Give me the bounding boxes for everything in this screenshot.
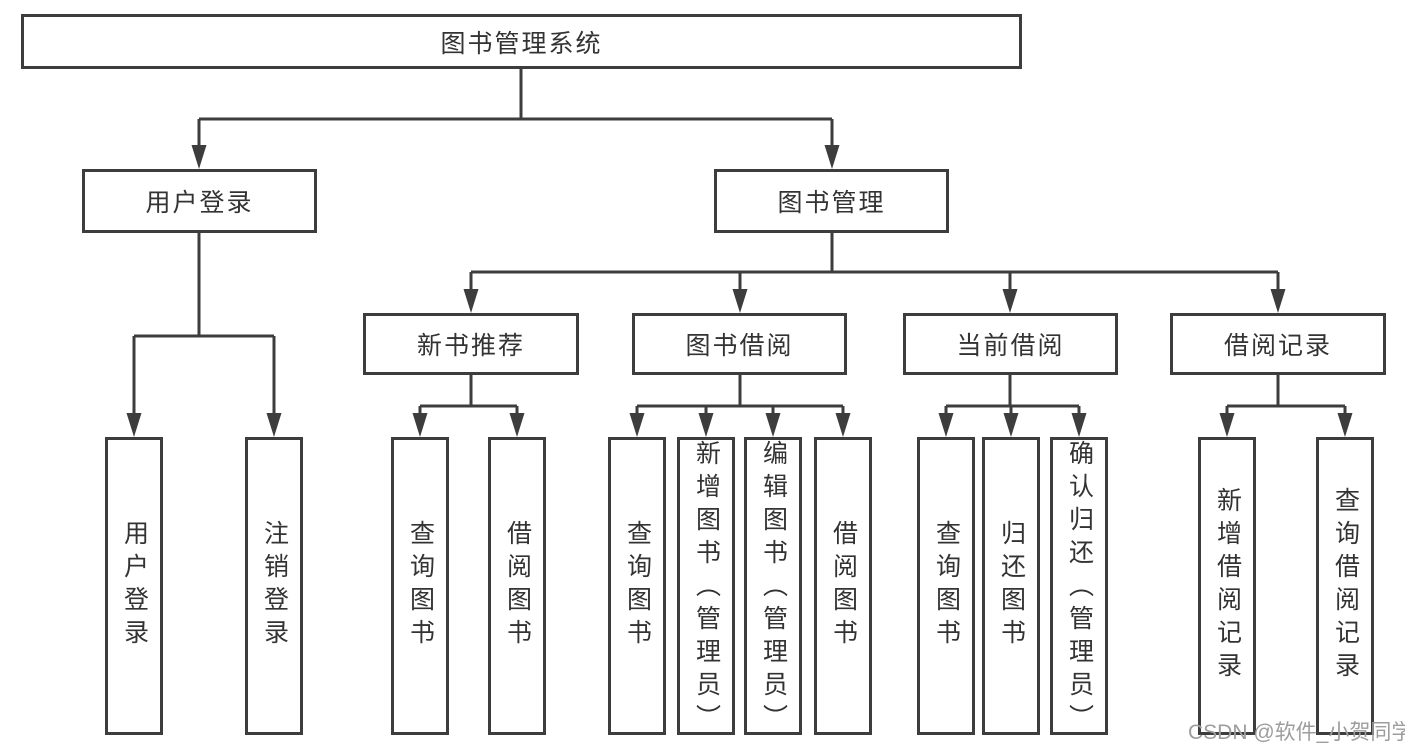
leaf-label: 查询图书 [932,520,961,652]
watermark: CSDN @软件_小贺同学 [1188,721,1405,744]
leaf-borrow-books-borrowing: 借阅图书 [814,437,872,735]
arrowhead [412,413,428,437]
arrowhead [1003,413,1019,437]
arrowhead [835,413,851,437]
leaf-label: 查询图书 [623,520,652,652]
leaf-label: 归还图书 [997,520,1026,652]
node-book-management: 图书管理 [714,169,949,233]
arrowhead [1337,413,1353,437]
leaf-label: 用户登录 [120,520,149,652]
leaf-label: 借阅图书 [503,520,532,652]
arrowhead [938,413,954,437]
arrowhead [765,413,781,437]
leaf-query-books-borrowing: 查询图书 [608,437,666,735]
leaf-logout: 注销登录 [245,437,303,735]
arrowhead [1270,289,1286,313]
arrowhead [509,413,525,437]
leaf-return-books: 归还图书 [982,437,1040,735]
leaf-borrow-books-recommend: 借阅图书 [488,437,546,735]
node-label: 借阅记录 [1223,332,1332,360]
node-user-login: 用户登录 [82,169,317,233]
node-book-borrowing: 图书借阅 [632,313,847,375]
arrowhead [1219,413,1235,437]
arrowhead [629,413,645,437]
arrowhead [824,145,840,169]
leaf-add-borrow-record: 新增借阅记录 [1198,437,1256,735]
node-label: 图书管理系统 [440,29,603,58]
node-label: 当前借阅 [956,332,1065,360]
arrowhead [463,289,479,313]
leaf-user-login: 用户登录 [105,437,163,735]
arrowhead [698,413,714,437]
leaf-label: 新增图书（管理员） [692,440,721,737]
arrowhead [191,145,207,169]
leaf-label: 查询借阅记录 [1331,487,1360,685]
node-library-management-system: 图书管理系统 [21,14,1022,69]
leaf-label: 注销登录 [260,520,289,652]
arrowhead [1071,413,1087,437]
node-borrowing-records: 借阅记录 [1170,313,1386,375]
leaf-query-borrow-record: 查询借阅记录 [1316,437,1374,735]
leaf-query-books-current: 查询图书 [917,437,975,735]
arrowhead [732,289,748,313]
leaf-label: 编辑图书（管理员） [759,440,788,737]
leaf-confirm-return-admin: 确认归还（管理员） [1050,437,1108,737]
leaf-label: 借阅图书 [829,520,858,652]
node-current-borrowing: 当前借阅 [903,313,1118,375]
leaf-query-books-recommend: 查询图书 [391,437,449,735]
node-label: 用户登录 [145,189,254,217]
arrowhead [1002,289,1018,313]
leaf-label: 确认归还（管理员） [1065,440,1094,737]
leaf-edit-books-admin: 编辑图书（管理员） [744,437,802,737]
leaf-label: 新增借阅记录 [1213,487,1242,685]
node-label: 新书推荐 [416,332,525,360]
leaf-label: 查询图书 [406,520,435,652]
leaf-add-books-admin: 新增图书（管理员） [677,437,735,737]
node-label: 图书管理 [777,189,886,217]
node-label: 图书借阅 [685,332,794,360]
arrowhead [126,413,142,437]
node-new-book-recommendation: 新书推荐 [363,313,579,375]
arrowhead [266,413,282,437]
